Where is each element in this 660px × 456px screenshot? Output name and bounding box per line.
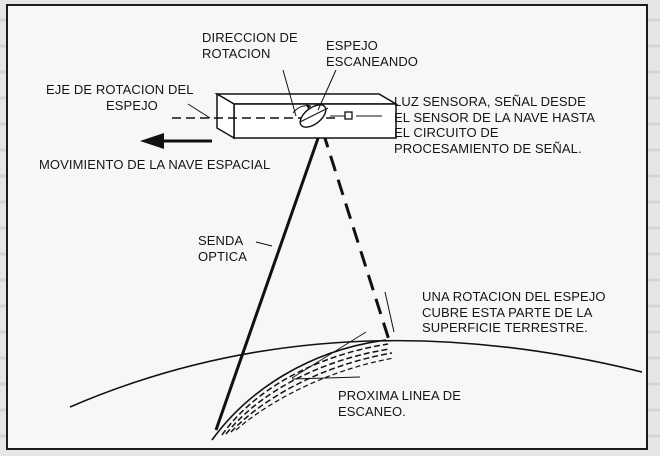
scan-swath-edge xyxy=(211,339,387,441)
label-spacecraft-motion: MOVIMIENTO DE LA NAVE ESPACIAL xyxy=(39,157,271,172)
leader-to-swath xyxy=(291,331,367,379)
scan-swath xyxy=(225,348,391,435)
motion-arrow-head xyxy=(140,133,164,149)
optical-path-dashed xyxy=(321,131,391,341)
scanner-diagram xyxy=(69,69,643,441)
earth-surface-arc xyxy=(69,339,643,408)
sensor-square xyxy=(344,111,353,120)
optical-path-line xyxy=(214,123,325,431)
scan-swath xyxy=(235,357,395,431)
spacecraft-box-side xyxy=(216,92,235,140)
scan-swath xyxy=(230,352,393,433)
spacecraft-box-top xyxy=(214,93,399,105)
scan-swath xyxy=(221,343,389,436)
